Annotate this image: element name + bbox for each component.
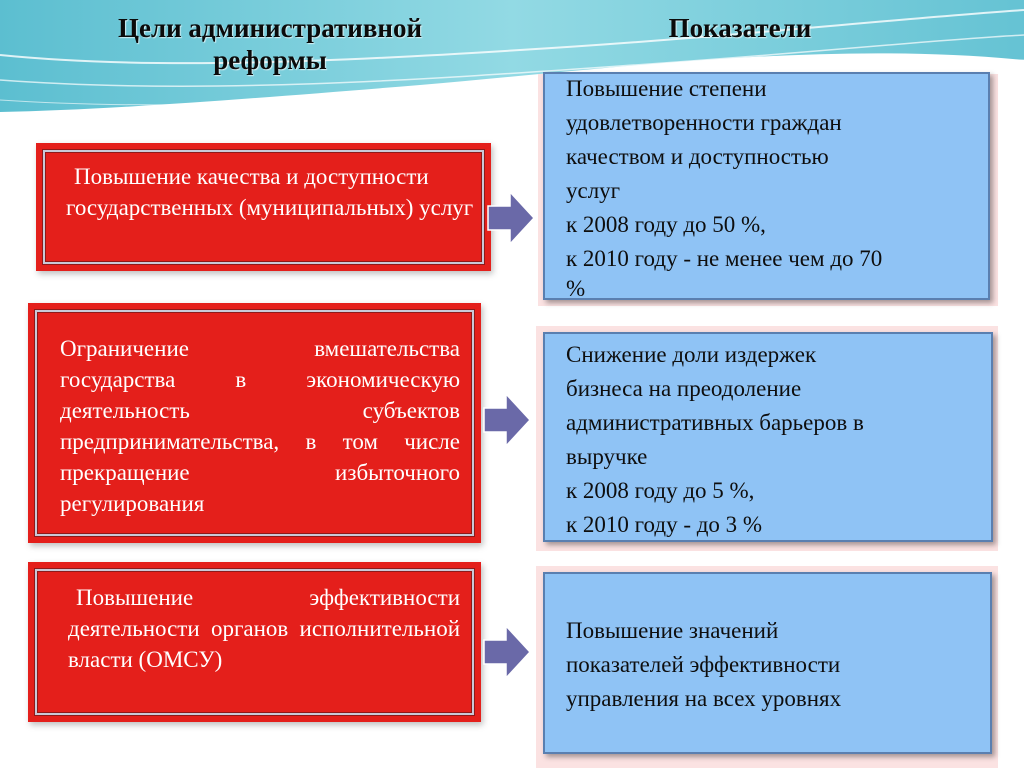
arrow-right-icon xyxy=(483,624,532,680)
goal-box-1: Повышение качества и доступности государ… xyxy=(36,143,491,271)
indicator-text-2: Снижение доли издержек бизнеса на преодо… xyxy=(566,342,864,537)
goal-text-2: Ограничение вмешательства государства в … xyxy=(60,336,460,516)
goal-box-1-frame xyxy=(43,150,484,264)
indicator-box-2 xyxy=(543,332,993,542)
indicator-box-3 xyxy=(543,572,992,754)
arrow-right-icon xyxy=(487,190,536,246)
indicator-text-3: Повышение значений показателей эффективн… xyxy=(566,618,842,711)
goal-box-3: Повышение эффективности деятельности орг… xyxy=(28,562,481,722)
goal-box-2: Ограничение вмешательства государства в … xyxy=(28,303,481,543)
goal-text-1: Повышение качества и доступности государ… xyxy=(66,164,474,220)
arrow-right-icon xyxy=(483,392,532,448)
goal-box-3-frame xyxy=(35,569,474,715)
goal-text-3: Повышение эффективности деятельности орг… xyxy=(68,585,460,672)
indicators-header: Показатели xyxy=(668,13,812,43)
indicator-text-1: Повышение степени удовлетворенности граж… xyxy=(566,76,883,301)
goals-header: Цели административной реформы xyxy=(117,13,423,75)
goal-box-2-frame xyxy=(35,310,474,536)
indicator-box-1 xyxy=(543,72,990,300)
